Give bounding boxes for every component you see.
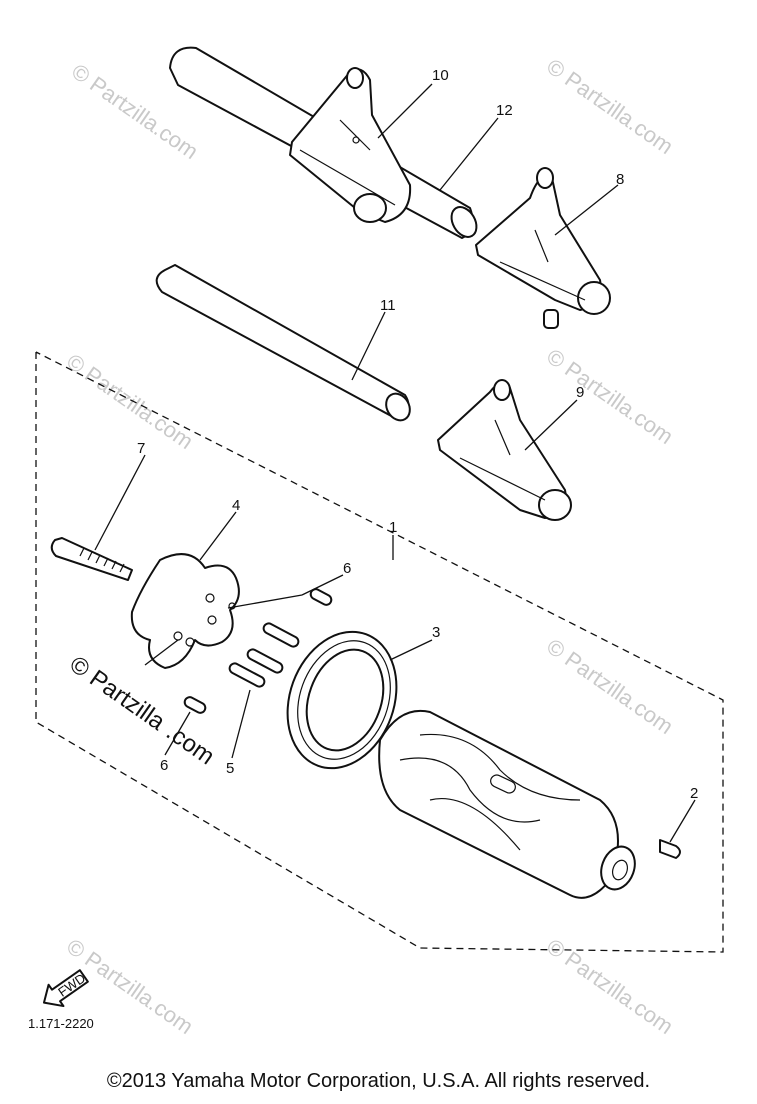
callout-3: 3	[432, 624, 440, 641]
callout-4: 4	[232, 497, 240, 514]
callout-10: 10	[432, 67, 449, 84]
watermark-text: © Partzilla.com	[542, 344, 678, 450]
callout-9: 9	[576, 384, 584, 401]
callout-6-top: 6	[343, 560, 351, 577]
forward-arrow-icon: FWD	[42, 969, 89, 1008]
callout-6-bottom: 6	[160, 757, 168, 774]
shift-fork-10	[289, 67, 412, 223]
diagram-code: 1.171-2220	[28, 1016, 94, 1031]
watermark-text: © Partzilla.com	[62, 349, 198, 455]
shift-drum	[378, 709, 636, 899]
callout-1: 1	[389, 519, 397, 536]
watermark-text: © Partzilla.com	[542, 934, 678, 1040]
segment-4	[130, 553, 240, 669]
leader-lines	[94, 83, 696, 843]
bolt-7	[50, 537, 133, 581]
callout-5: 5	[226, 760, 234, 777]
shift-fork-8	[475, 167, 611, 329]
watermark-text: © Partzilla.com	[542, 54, 678, 160]
callout-12: 12	[496, 102, 513, 119]
callout-11: 11	[380, 297, 396, 314]
watermark-main-line2: .com	[161, 718, 219, 770]
shift-shaft-11	[155, 264, 411, 422]
copyright-footer: ©2013 Yamaha Motor Corporation, U.S.A. A…	[106, 1070, 651, 1092]
bearing-3	[286, 630, 398, 770]
watermark-text: © Partzilla.com	[542, 634, 678, 740]
pins-group	[183, 588, 333, 714]
watermark-main-line1: © Partzilla	[65, 651, 171, 736]
screw-2	[659, 839, 681, 859]
callout-labels: 10 12 8 11 9 7 4 1 6 3 5 6 2	[137, 67, 698, 802]
callout-7: 7	[137, 440, 145, 457]
callout-2: 2	[690, 785, 698, 802]
callout-8: 8	[616, 171, 624, 188]
shift-fork-9	[437, 379, 572, 521]
